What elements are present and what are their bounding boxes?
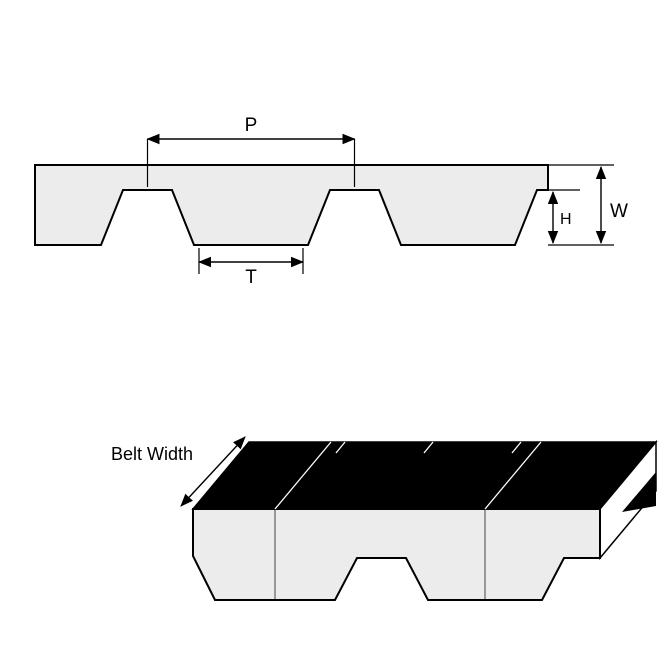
end-face-shadow (622, 472, 656, 512)
tooth-width-label: T (245, 267, 257, 288)
top-seam-line (484, 441, 542, 510)
top-seam-tick (335, 441, 346, 454)
tooth-width-dimension: T (197, 248, 305, 288)
tooth-height-dimension: H (547, 189, 614, 246)
thickness-label: W (610, 201, 628, 222)
belt-width-arrow (180, 436, 246, 507)
perspective-view: Belt Width (111, 436, 658, 601)
top-seam-line (274, 441, 332, 510)
tooth-height-label: H (560, 211, 572, 228)
top-seam-tick (423, 441, 434, 454)
belt-width-label: Belt Width (111, 444, 193, 464)
top-seam-tick (511, 441, 522, 454)
belt-width-dimension: Belt Width (111, 436, 246, 507)
belt-front-face (192, 508, 601, 601)
pitch-label: P (245, 115, 258, 136)
cross-section-view: P T H W (34, 115, 628, 288)
thickness-dimension: W (548, 164, 628, 245)
pitch-dimension: P (146, 115, 356, 187)
belt-profile (34, 164, 549, 246)
